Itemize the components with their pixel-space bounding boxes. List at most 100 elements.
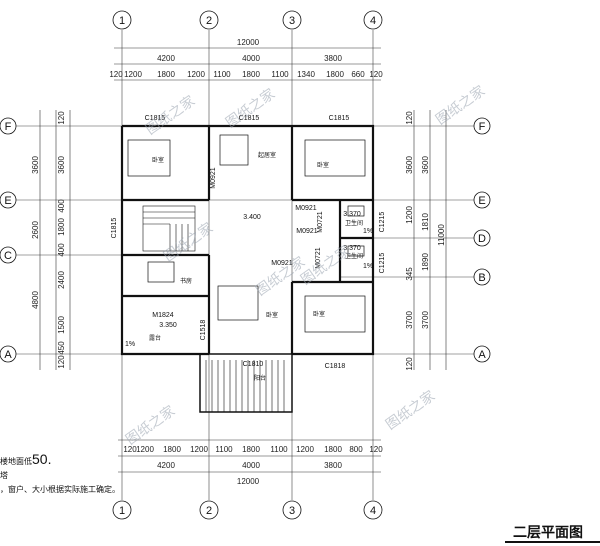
axis-D-right: D [478, 233, 486, 245]
dim-top-d8: 1800 [326, 70, 344, 79]
dim-top-d1: 1200 [124, 70, 142, 79]
dim-top-d9: 660 [351, 70, 365, 79]
dim-right-inner-6: 3700 [421, 311, 430, 329]
dim-bot-d3: 1200 [190, 445, 208, 454]
axis-A-right: A [478, 349, 486, 361]
dim-top-d0: 120 [109, 70, 123, 79]
room-labels: 卧室 起居室 卧室 书房 卧室 卧室 卫生间 卫生间 露台 阳台 3.400 3… [125, 151, 373, 382]
room-bed-ne: 卧室 [317, 161, 329, 169]
dim-right-misc-1: 120 [405, 111, 414, 125]
axis-3-bottom: 3 [289, 505, 295, 517]
dim-left-misc-2: 120 [57, 355, 66, 369]
note-line-1-number: 50. [32, 451, 52, 467]
bed-center [217, 285, 259, 321]
dim-bot-d0: 120 [123, 445, 137, 454]
dim-top-d5: 1800 [242, 70, 260, 79]
dim-bot-d2: 1800 [163, 445, 181, 454]
tag-m0921-a: M0921 [295, 205, 317, 212]
toilet-2 [347, 245, 365, 257]
note-line-3: ，窗户、大小根据实际施工确定。 [0, 485, 120, 494]
axis-E-right: E [478, 195, 485, 207]
tag-c1815-w: C1815 [111, 218, 118, 239]
title-underline [505, 541, 600, 543]
axis-bubbles [0, 10, 491, 520]
dim-top-bay-3: 3800 [324, 54, 342, 63]
level-terrace: 3.350 [159, 322, 177, 329]
dim-left-outer-3: 4800 [31, 291, 40, 309]
level-bath-1: 3.370 [343, 211, 361, 218]
dim-left-inner-2: 400 [57, 199, 66, 213]
level-hall: 3.400 [243, 214, 261, 221]
tag-m0921-c: M0921 [271, 260, 293, 267]
slope-bath-2: 1% [363, 263, 373, 270]
right-dimensions: 3600 1200 345 3700 3600 1810 1890 3700 1… [405, 111, 446, 371]
room-bed-nw: 卧室 [152, 156, 164, 164]
drawing-title: 二层平面图 [513, 524, 583, 540]
staircase [142, 205, 196, 252]
dim-bot-d9: 800 [349, 445, 363, 454]
dim-left-inner-6: 1500 [57, 316, 66, 334]
dim-left-inner-5: 2400 [57, 271, 66, 289]
drawing-notes: 楼地面低50. 塔 ，窗户、大小根据实际施工确定。 [0, 452, 120, 497]
dim-top-bay-2: 4000 [242, 54, 260, 63]
axis-2-top: 2 [206, 15, 212, 27]
dim-bot-total: 12000 [237, 477, 260, 486]
bottom-dimensions: 120 1200 1800 1200 1100 1800 1100 1200 1… [123, 445, 383, 486]
watermark-2: 图纸之家 [223, 85, 278, 130]
dim-right-mid-1: 3700 [405, 311, 414, 329]
dim-right-inner-5: 1890 [421, 253, 430, 271]
tag-c1815-ne: C1815 [329, 115, 350, 122]
room-bath-1: 卫生间 [345, 219, 363, 227]
top-dimension-lines [114, 47, 381, 473]
tag-c1815-n: C1815 [239, 115, 260, 122]
dim-right-inner-4: 345 [405, 267, 414, 281]
study-desk [147, 261, 175, 283]
note-line-1-text: 楼地面低 [0, 457, 32, 466]
dim-top-d10: 120 [369, 70, 383, 79]
dim-right-misc-2: 120 [405, 357, 414, 371]
dim-left-outer-2: 2600 [31, 221, 40, 239]
dim-bot-d10: 120 [369, 445, 383, 454]
dim-left-outer-1: 3600 [31, 156, 40, 174]
watermark-7: 图纸之家 [123, 402, 178, 447]
room-terrace: 露台 [149, 334, 161, 342]
level-bath-2: 3.370 [343, 245, 361, 252]
slope-bath-1: 1% [363, 228, 373, 235]
furniture [127, 134, 366, 333]
dim-top-d6: 1100 [271, 70, 289, 79]
dim-right-inner-3: 1810 [421, 213, 430, 231]
watermark-8: 图纸之家 [383, 387, 438, 432]
room-study: 书房 [180, 277, 192, 285]
tag-c1810: C1810 [243, 361, 264, 368]
dim-top-d4: 1100 [213, 70, 231, 79]
dim-right-outer-total: 11000 [437, 224, 446, 246]
tag-m0921-d: M0921 [210, 167, 217, 189]
dim-bot-d7: 1200 [296, 445, 314, 454]
room-family: 起居室 [258, 151, 276, 159]
dim-top-d2: 1800 [157, 70, 175, 79]
tag-c1215-b: C1215 [379, 253, 386, 274]
axis-1-bottom: 1 [119, 505, 125, 517]
dim-bot-d1: 1200 [136, 445, 154, 454]
room-bath-2: 卫生间 [345, 252, 363, 260]
dim-top-total: 12000 [237, 38, 260, 47]
tag-m0921-b: M0921 [296, 228, 318, 235]
dim-left-misc-1: 120 [57, 111, 66, 125]
dim-right-col2-1: 3600 [421, 156, 430, 174]
tag-m1824: M1824 [152, 312, 174, 319]
axis-C-left: C [4, 250, 12, 262]
toilet-1 [347, 205, 365, 217]
tag-m0721-b: M0721 [315, 247, 322, 269]
dim-left-inner-3: 1800 [57, 218, 66, 236]
tag-c1518: C1518 [200, 320, 207, 341]
note-line-2: 塔 [0, 471, 8, 480]
tag-c1215-a: C1215 [379, 212, 386, 233]
tag-c1818: C1818 [325, 363, 346, 370]
dim-bot-d6: 1100 [270, 445, 288, 454]
watermarks: 图纸之家 图纸之家 图纸之家 图纸之家 图纸之家 图纸之家 图纸之家 图纸之家 [123, 82, 488, 447]
dim-right-inner-1: 3600 [405, 156, 414, 174]
dim-bot-d4: 1100 [215, 445, 233, 454]
porch [199, 353, 293, 413]
slope-terrace: 1% [125, 341, 135, 348]
